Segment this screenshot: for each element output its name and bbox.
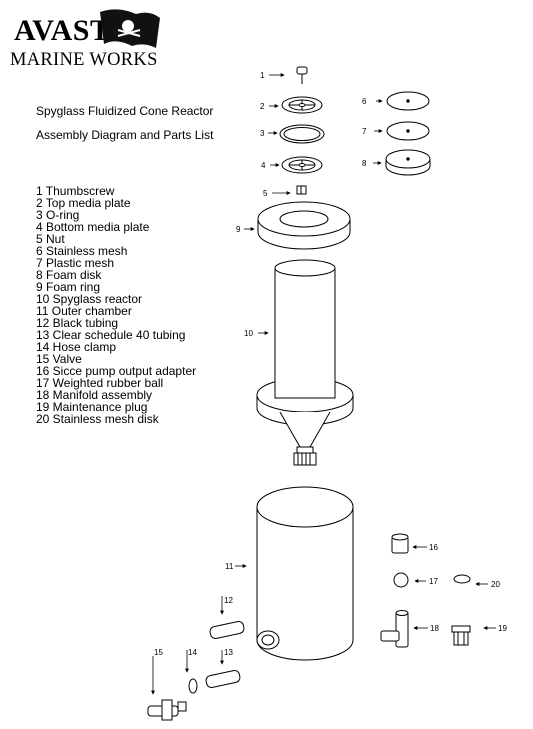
brand-subtitle: MARINE WORKS [10,50,158,70]
top-media-plate-part [281,96,323,114]
parts-list-item: 8 Foam disk [36,268,102,282]
callout-8: 8 [362,159,367,168]
parts-list-item: 9 Foam ring [36,280,101,294]
parts-list-item: 7 Plastic mesh [36,256,115,270]
parts-list-item: 3 O-ring [36,208,80,222]
parts-list-item: 6 Stainless mesh [36,244,128,258]
valve-part [147,699,187,721]
parts-list-item: 19 Maintenance plug [36,400,148,414]
callout-16: 16 [429,543,438,552]
parts-list-item: 1 Thumbscrew [36,184,115,198]
o-ring-part [279,124,325,144]
parts-list-item: 14 Hose clamp [36,340,117,354]
callout-5: 5 [263,189,268,198]
callout-1: 1 [260,71,265,80]
parts-list-item: 20 Stainless mesh disk [36,412,159,426]
thumbscrew-part [296,66,308,84]
parts-list-item: 15 Valve [36,352,82,366]
parts-list-item: 16 Sicce pump output adapter [36,364,197,378]
callout-14: 14 [188,648,197,657]
stainless-mesh-part [386,91,430,111]
manifold-assembly-part [380,610,409,648]
mesh-disk-part [453,574,471,584]
diagram-title: Spyglass Fluidized Cone Reactor [36,104,214,118]
callout-2: 2 [260,102,265,111]
spyglass-reactor-part [256,259,354,466]
callout-15: 15 [154,648,163,657]
callout-7: 7 [362,127,367,136]
nut-part [296,185,307,195]
clear-tubing-part [205,670,241,688]
pirate-flag-icon [100,9,160,48]
callout-9: 9 [236,225,241,234]
maintenance-plug-part [451,625,471,646]
black-tubing-part [209,621,245,639]
bottom-media-plate-part [281,156,323,174]
parts-list-item: 12 Black tubing [36,316,119,330]
parts-list-item: 17 Weighted rubber ball [36,376,164,390]
callout-13: 13 [224,648,233,657]
foam-ring-part [257,201,351,250]
parts-list-item: 18 Manifold assembly [36,388,153,402]
hose-clamp-part [188,678,198,694]
pump-adapter-part [391,533,409,554]
callout-4: 4 [261,161,266,170]
callout-3: 3 [260,129,265,138]
callout-12: 12 [224,596,233,605]
callout-11: 11 [225,562,234,571]
weighted-ball-part [393,572,409,588]
callout-20: 20 [491,580,500,589]
callout-18: 18 [430,624,439,633]
foam-disk-part [385,149,431,176]
callout-6: 6 [362,97,367,106]
parts-list-item: 10 Spyglass reactor [36,292,143,306]
callout-19: 19 [498,624,507,633]
parts-list-item: 13 Clear schedule 40 tubing [36,328,186,342]
callout-17: 17 [429,577,438,586]
brand-wordmark: AVAST [14,14,111,47]
parts-list-item: 11 Outer chamber [36,304,132,318]
plastic-mesh-part [386,121,430,141]
parts-list-item: 2 Top media plate [36,196,131,210]
parts-list-item: 4 Bottom media plate [36,220,150,234]
parts-list-item: 5 Nut [36,232,65,246]
outer-chamber-part [256,486,354,661]
diagram-subtitle: Assembly Diagram and Parts List [36,128,214,142]
callout-10: 10 [244,329,253,338]
